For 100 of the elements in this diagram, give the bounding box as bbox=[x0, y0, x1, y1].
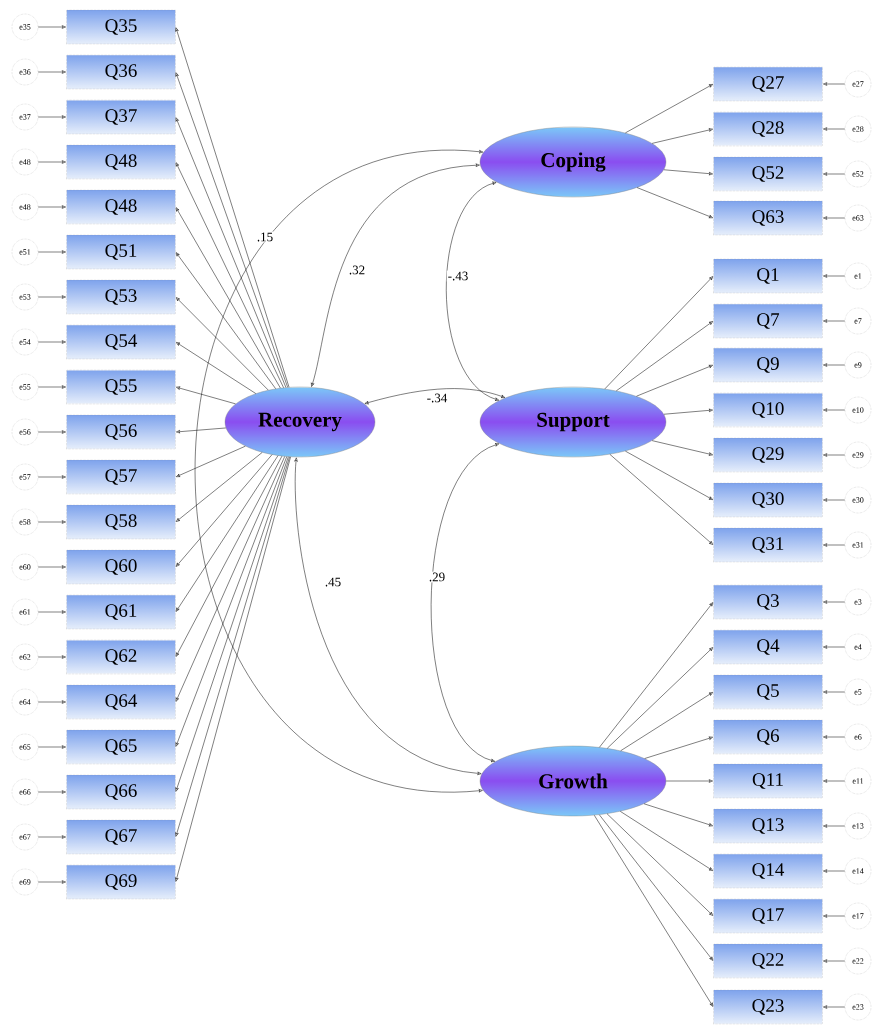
arrow bbox=[823, 274, 846, 278]
indicator-box: Q57 bbox=[66, 459, 176, 495]
arrow bbox=[37, 205, 66, 209]
indicator-box: Q6 bbox=[713, 719, 823, 755]
arrow bbox=[663, 408, 713, 415]
arrow bbox=[599, 814, 714, 961]
indicator-box: Q1 bbox=[713, 258, 823, 294]
arrow bbox=[37, 115, 66, 119]
arrow bbox=[176, 386, 236, 405]
arrow bbox=[620, 692, 713, 751]
indicator-box: Q66 bbox=[66, 774, 176, 810]
arrow bbox=[175, 455, 279, 612]
arrow bbox=[37, 520, 66, 524]
covariance-arc bbox=[446, 181, 500, 401]
indicator-box: Q10 bbox=[713, 392, 823, 428]
arrow bbox=[37, 565, 66, 569]
arrow bbox=[823, 127, 846, 131]
arrow bbox=[37, 25, 66, 29]
arrow bbox=[37, 790, 66, 794]
indicator-box: Q14 bbox=[713, 853, 823, 889]
covariance-arc bbox=[364, 388, 506, 405]
arrow bbox=[604, 276, 714, 390]
arrow bbox=[823, 690, 846, 694]
arrow bbox=[176, 445, 246, 477]
arrow bbox=[175, 454, 273, 567]
arrow bbox=[37, 700, 66, 704]
indicator-box: Q30 bbox=[713, 482, 823, 518]
indicator-box: Q62 bbox=[66, 639, 176, 675]
arrow bbox=[663, 169, 713, 176]
indicator-box: Q35 bbox=[66, 9, 176, 45]
arrow bbox=[37, 475, 66, 479]
arrow bbox=[665, 779, 713, 783]
edge-label: .29 bbox=[427, 571, 447, 583]
indicator-box: Q31 bbox=[713, 527, 823, 563]
covariance-arc bbox=[294, 457, 482, 776]
covariance-arc bbox=[430, 443, 500, 763]
arrow bbox=[651, 440, 713, 456]
indicator-box: Q48 bbox=[66, 144, 176, 180]
indicator-box: Q4 bbox=[713, 629, 823, 665]
indicator-box: Q69 bbox=[66, 864, 176, 900]
arrow bbox=[823, 914, 846, 918]
arrow bbox=[37, 655, 66, 659]
indicator-box: Q7 bbox=[713, 303, 823, 339]
edge-label: .45 bbox=[323, 576, 343, 588]
arrow bbox=[823, 1005, 846, 1009]
arrow bbox=[37, 385, 66, 389]
arrow bbox=[37, 160, 66, 164]
indicator-box: Q27 bbox=[713, 66, 823, 102]
arrow bbox=[37, 835, 66, 839]
indicator-box: Q29 bbox=[713, 437, 823, 473]
arrow bbox=[599, 602, 714, 748]
indicator-box: Q28 bbox=[713, 111, 823, 147]
covariance-arc bbox=[311, 163, 480, 387]
indicator-box: Q61 bbox=[66, 594, 176, 630]
edge-label: -.43 bbox=[446, 270, 470, 282]
indicator-box: Q17 bbox=[713, 898, 823, 934]
indicator-box: Q11 bbox=[713, 763, 823, 799]
indicator-box: Q63 bbox=[713, 200, 823, 236]
indicator-box: Q51 bbox=[66, 234, 176, 270]
arrow bbox=[823, 779, 846, 783]
indicator-box: Q52 bbox=[713, 156, 823, 192]
arrow bbox=[37, 430, 66, 434]
indicator-box: Q36 bbox=[66, 54, 176, 90]
arrow bbox=[823, 216, 846, 220]
arrow bbox=[620, 811, 713, 871]
indicator-box: Q22 bbox=[713, 943, 823, 979]
indicator-box: Q55 bbox=[66, 369, 176, 405]
arrow bbox=[823, 959, 846, 963]
indicator-box: Q48 bbox=[66, 189, 176, 225]
edge-label: .15 bbox=[255, 231, 275, 243]
indicator-box: Q58 bbox=[66, 504, 176, 540]
indicator-box: Q53 bbox=[66, 279, 176, 315]
arrow bbox=[176, 342, 256, 394]
arrow bbox=[176, 427, 227, 434]
arrow bbox=[37, 745, 66, 749]
arrow bbox=[823, 453, 846, 457]
indicator-box: Q64 bbox=[66, 684, 176, 720]
arrow bbox=[636, 365, 713, 397]
covariance-arc bbox=[194, 150, 484, 793]
arrow bbox=[37, 295, 66, 299]
arrow bbox=[643, 803, 713, 827]
indicator-box: Q37 bbox=[66, 99, 176, 135]
indicator-box: Q23 bbox=[713, 989, 823, 1025]
arrow bbox=[175, 456, 285, 702]
arrow bbox=[823, 408, 846, 412]
indicator-box: Q60 bbox=[66, 549, 176, 585]
arrow bbox=[37, 340, 66, 344]
arrow bbox=[644, 736, 713, 759]
arrow bbox=[175, 455, 283, 657]
arrow bbox=[823, 543, 846, 547]
arrow bbox=[37, 250, 66, 254]
indicator-box: Q67 bbox=[66, 819, 176, 855]
arrow bbox=[37, 880, 66, 884]
arrow bbox=[823, 82, 846, 86]
arrow bbox=[607, 647, 714, 749]
arrow bbox=[823, 319, 846, 323]
arrow bbox=[823, 172, 846, 176]
arrow bbox=[175, 207, 281, 389]
indicator-box: Q3 bbox=[713, 584, 823, 620]
indicator-box: Q13 bbox=[713, 808, 823, 844]
